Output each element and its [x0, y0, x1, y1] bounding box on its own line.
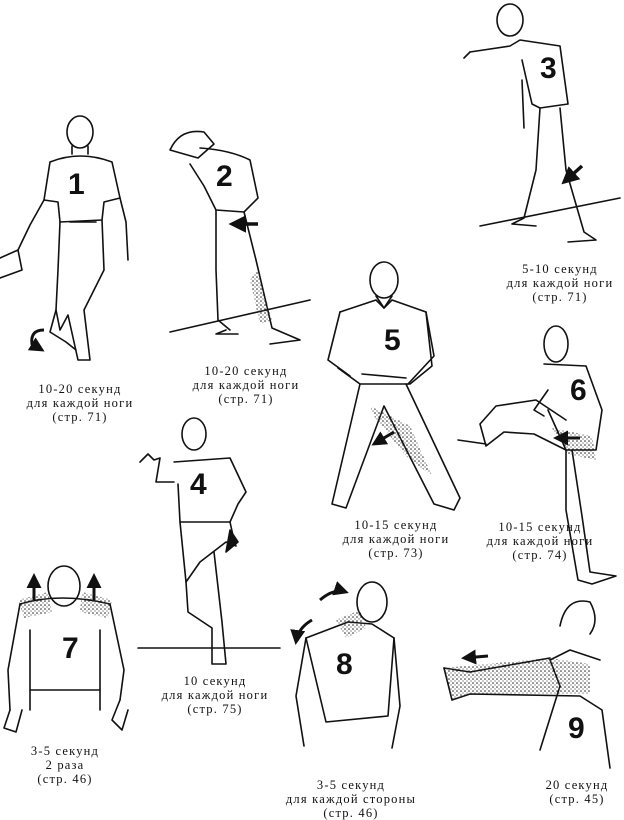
exercise-3-detail: для каждой ноги [506, 276, 614, 290]
exercise-3-caption: 5-10 секунд для каждой ноги (стр. 71) [500, 262, 620, 304]
exercise-8-number: 8 [336, 648, 353, 681]
exercise-1-detail: для каждой ноги [26, 396, 134, 410]
exercise-1-page: (стр. 71) [52, 410, 108, 424]
exercise-8-caption: 3-5 секунд для каждой стороны (стр. 46) [276, 778, 426, 820]
exercise-4-number: 4 [190, 468, 207, 501]
figure-8-illustration [295, 581, 401, 749]
exercise-9: 9 20 секунд (стр. 45) [440, 590, 624, 814]
exercise-3-page: (стр. 71) [532, 290, 588, 304]
exercise-9-page: (стр. 45) [549, 792, 605, 806]
exercise-4-caption: 10 секунд для каждой ноги (стр. 75) [150, 674, 280, 716]
exercise-2-duration: 10-20 секунд [204, 364, 288, 378]
arrow-icon [461, 649, 489, 665]
exercise-8-duration: 3-5 секунд [316, 778, 386, 792]
exercise-7-caption: 3-5 секунд 2 раза (стр. 46) [10, 744, 120, 786]
exercise-4-duration: 10 секунд [183, 674, 247, 688]
exercise-3-duration: 5-10 секунд [522, 262, 598, 276]
exercise-2-detail: для каждой ноги [192, 378, 300, 392]
figure-2-illustration [169, 130, 311, 345]
exercise-7-duration: 3-5 секунд [30, 744, 100, 758]
exercise-1-duration: 10-20 секунд [38, 382, 122, 396]
arrow-icon [561, 164, 584, 185]
arrow-icon [371, 430, 395, 446]
exercise-2-number: 2 [216, 160, 233, 193]
exercise-1: 1 10-20 секунд для каждой ноги (стр. 71) [0, 110, 140, 430]
exercise-8: 8 3-5 секунд для каждой стороны (стр. 46… [276, 576, 426, 820]
exercise-7-page: (стр. 46) [37, 772, 93, 786]
figure-3-illustration [463, 3, 621, 243]
exercise-9-duration: 20 секунд [545, 778, 609, 792]
figure-4-illustration [137, 417, 281, 665]
exercise-4-page: (стр. 75) [187, 702, 243, 716]
exercise-6-duration: 10-15 секунд [498, 520, 582, 534]
arrow-icon [228, 215, 258, 233]
arrow-icon [27, 328, 45, 352]
exercise-4: 4 10 секунд для каждой ноги (стр. 75) [130, 412, 290, 728]
arrow-icon [26, 573, 102, 600]
exercise-2-page: (стр. 71) [218, 392, 274, 406]
exercise-5-number: 5 [384, 324, 401, 357]
exercise-4-detail: для каждой ноги [161, 688, 269, 702]
exercise-1-caption: 10-20 секунд для каждой ноги (стр. 71) [20, 382, 140, 424]
exercise-5-detail: для каждой ноги [342, 532, 450, 546]
exercise-8-detail: для каждой стороны [285, 792, 417, 806]
exercise-7-number: 7 [62, 632, 79, 665]
exercise-6-caption: 10-15 секунд для каждой ноги (стр. 74) [470, 520, 610, 562]
exercise-6-page: (стр. 74) [512, 548, 568, 562]
exercise-9-number: 9 [568, 712, 585, 745]
exercise-7: 7 3-5 секунд 2 раза (стр. 46) [0, 560, 130, 790]
exercise-5-duration: 10-15 секунд [354, 518, 438, 532]
arrow-icon [290, 581, 349, 645]
exercise-3: 3 5-10 секунд для каждой ноги (стр. 71) [460, 0, 624, 310]
exercise-5: 5 10-15 секунд для каждой ноги (стр. 73) [310, 256, 470, 562]
figure-9-illustration [443, 600, 611, 769]
arrow-icon [553, 430, 580, 446]
exercise-3-number: 3 [540, 52, 557, 85]
exercise-6: 6 10-15 секунд для каждой ноги (стр. 74) [456, 320, 624, 590]
exercise-5-page: (стр. 73) [368, 546, 424, 560]
exercise-9-caption: 20 секунд (стр. 45) [530, 778, 624, 806]
exercise-7-detail: 2 раза [45, 758, 85, 772]
exercise-2-caption: 10-20 секунд для каждой ноги (стр. 71) [186, 364, 306, 406]
exercise-2: 2 10-20 секунд для каждой ноги (стр. 71) [160, 120, 320, 420]
figure-7-illustration [3, 565, 129, 733]
exercise-1-number: 1 [68, 168, 85, 201]
figure-5-illustration [327, 261, 461, 511]
exercise-6-detail: для каждой ноги [486, 534, 594, 548]
exercise-6-number: 6 [570, 374, 587, 407]
figure-1-illustration [0, 115, 129, 361]
exercise-8-page: (стр. 46) [323, 806, 379, 820]
exercise-5-caption: 10-15 секунд для каждой ноги (стр. 73) [326, 518, 466, 560]
